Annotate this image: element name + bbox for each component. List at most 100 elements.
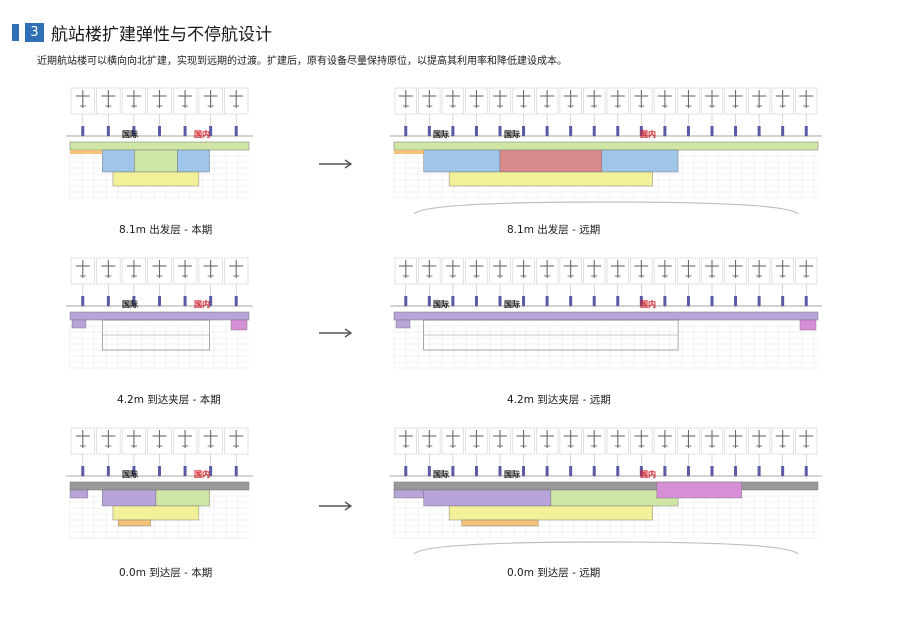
- floor-plan-drawing: 国际 国际 国内: [390, 87, 822, 215]
- jet-bridge: [545, 296, 549, 306]
- jet-bridge: [209, 466, 213, 476]
- label-international: 国际: [504, 129, 520, 139]
- jet-bridge: [498, 126, 502, 136]
- page-title: 航站楼扩建弹性与不停航设计: [51, 25, 272, 45]
- zone: [601, 149, 679, 173]
- jet-bridge: [592, 466, 596, 476]
- jet-bridge: [404, 466, 408, 476]
- zone: [448, 505, 653, 521]
- concourse-band: [69, 311, 250, 321]
- jet-bridge: [686, 126, 690, 136]
- transition-arrow-icon: [318, 155, 354, 174]
- jet-bridge: [106, 126, 110, 136]
- label-domestic: 国内: [640, 299, 656, 309]
- zone: [112, 505, 200, 521]
- jet-bridge: [498, 296, 502, 306]
- label-international: 国际: [504, 299, 520, 309]
- jet-bridge: [710, 126, 714, 136]
- jet-bridge: [710, 466, 714, 476]
- zone: [394, 150, 424, 154]
- caption-arrival-current: 0.0m 到达层 - 本期: [119, 567, 213, 579]
- jet-bridge: [804, 126, 808, 136]
- jet-bridge: [757, 466, 761, 476]
- landside-road: [413, 541, 799, 555]
- jet-bridge: [81, 466, 85, 476]
- zone: [177, 149, 210, 173]
- jet-bridge: [451, 296, 455, 306]
- label-international: 国际: [433, 129, 449, 139]
- jet-bridge: [616, 126, 620, 136]
- jet-bridge: [451, 126, 455, 136]
- jet-bridge: [209, 126, 213, 136]
- zone: [423, 489, 552, 507]
- jet-bridge: [569, 466, 573, 476]
- jet-bridge: [132, 126, 136, 136]
- zone: [461, 519, 539, 527]
- landside-road: [413, 201, 799, 215]
- zone: [70, 150, 103, 154]
- caption-departure-current: 8.1m 出发层 - 本期: [119, 224, 213, 236]
- jet-bridge: [757, 296, 761, 306]
- jet-bridge: [404, 126, 408, 136]
- jet-bridge: [158, 296, 161, 306]
- jet-bridge: [804, 296, 808, 306]
- jet-bridge: [663, 466, 667, 476]
- jet-bridge: [686, 296, 690, 306]
- jet-bridge: [106, 296, 110, 306]
- concourse-band: [393, 481, 819, 491]
- jet-bridge: [132, 466, 136, 476]
- jet-bridge: [183, 126, 187, 136]
- caption-arrival-future: 0.0m 到达层 - 远期: [507, 567, 601, 579]
- plan-arrival-future: 国际 国际 国内: [386, 426, 826, 556]
- jet-bridge: [639, 466, 643, 476]
- zone: [395, 319, 411, 329]
- transition-arrow-icon: [318, 324, 354, 343]
- label-international: 国际: [122, 299, 138, 309]
- caption-mezzanine-future: 4.2m 到达夹层 - 远期: [507, 394, 611, 406]
- caption-mezzanine-current: 4.2m 到达夹层 - 本期: [117, 394, 221, 406]
- zone: [423, 149, 501, 173]
- label-international: 国际: [504, 469, 520, 479]
- plan-arrival-current: 国际 国内: [62, 426, 257, 546]
- jet-bridge: [569, 296, 573, 306]
- concourse-band: [69, 481, 250, 491]
- jet-bridge: [158, 126, 161, 136]
- jet-bridge: [522, 126, 526, 136]
- concourse-band: [393, 311, 819, 321]
- jet-bridge: [522, 296, 526, 306]
- page-subtitle: 近期航站楼可以横向向北扩建，实现到远期的过渡。扩建后，原有设备尽量保持原位，以提…: [37, 56, 567, 67]
- label-international: 国际: [433, 469, 449, 479]
- zone: [656, 481, 742, 499]
- jet-bridge: [781, 296, 785, 306]
- jet-bridge: [234, 296, 238, 306]
- zone: [499, 149, 602, 173]
- concourse-band: [393, 141, 819, 151]
- jet-bridge: [734, 296, 738, 306]
- label-domestic: 国内: [194, 299, 210, 309]
- label-domestic: 国内: [640, 469, 656, 479]
- jet-bridge: [498, 466, 502, 476]
- jet-bridge: [427, 126, 431, 136]
- jet-bridge: [427, 296, 431, 306]
- zone: [102, 489, 157, 507]
- jet-bridge: [781, 466, 785, 476]
- jet-bridge: [616, 466, 620, 476]
- zone: [102, 149, 135, 173]
- jet-bridge: [592, 296, 596, 306]
- jet-bridge: [545, 126, 549, 136]
- jet-bridge: [183, 466, 187, 476]
- jet-bridge: [757, 126, 761, 136]
- jet-bridge: [404, 296, 408, 306]
- zone: [448, 171, 653, 187]
- jet-bridge: [639, 296, 643, 306]
- jet-bridge: [616, 296, 620, 306]
- zone-outline: [423, 319, 679, 351]
- jet-bridge: [686, 466, 690, 476]
- jet-bridge: [451, 466, 455, 476]
- plan-departure-future: 国际 国际 国内: [386, 86, 826, 216]
- jet-bridge: [474, 466, 478, 476]
- jet-bridge: [427, 466, 431, 476]
- jet-bridge: [81, 296, 85, 306]
- jet-bridge: [474, 296, 478, 306]
